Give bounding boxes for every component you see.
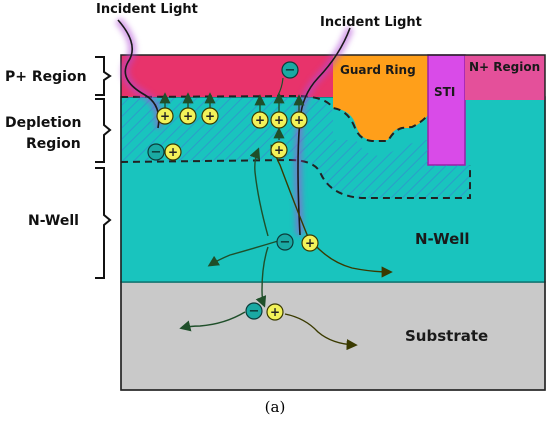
n-well-inner-label: N-Well <box>415 230 470 248</box>
p-plus-region <box>121 55 333 97</box>
hole-icon: + <box>251 111 269 129</box>
svg-text:+: + <box>270 305 280 319</box>
hole-icon: + <box>270 111 288 129</box>
hole-icon: + <box>290 111 308 129</box>
electron-diffusion-path <box>207 240 279 267</box>
hole-drift-arrows <box>159 92 305 140</box>
electron-icon: − <box>147 143 165 161</box>
svg-text:+: + <box>160 109 170 123</box>
substrate-region <box>120 281 546 391</box>
n-well-side-label: N-Well <box>28 213 79 229</box>
hole-diffusion-path <box>312 242 393 278</box>
hole-icon: + <box>201 107 219 125</box>
svg-text:+: + <box>305 236 315 250</box>
sti-label: STI <box>434 85 455 99</box>
svg-text:+: + <box>205 109 215 123</box>
electron-substrate-path <box>179 311 246 332</box>
depletion-top-boundary <box>120 94 429 142</box>
svg-text:+: + <box>274 113 284 127</box>
p-plus-bracket <box>95 56 112 96</box>
depletion-bracket <box>95 98 112 163</box>
svg-text:−: − <box>280 235 291 250</box>
figure-caption: (a) <box>264 398 286 416</box>
n-well-bracket <box>95 167 112 279</box>
hole-icon: + <box>164 143 182 161</box>
sti-region <box>427 54 466 166</box>
p-plus-region-label: P+ Region <box>5 69 87 85</box>
incident-light-label-right: Incident Light <box>320 15 422 30</box>
guard-ring-label: Guard Ring <box>340 63 416 77</box>
svg-text:+: + <box>294 113 304 127</box>
incident-light-label-left: Incident Light <box>96 2 198 17</box>
hole-icon: + <box>266 303 284 321</box>
svg-text:+: + <box>274 143 284 157</box>
electron-icon: − <box>276 233 294 251</box>
depletion-region-label-line2: Region <box>26 136 81 152</box>
hole-icon: + <box>270 141 288 159</box>
svg-text:+: + <box>183 109 193 123</box>
svg-text:+: + <box>168 145 178 159</box>
carrier-upward-path <box>249 147 269 237</box>
depletion-region-label-line1: Depletion <box>5 115 82 131</box>
svg-text:+: + <box>255 113 265 127</box>
carrier-down-path <box>255 246 269 308</box>
electron-icon: − <box>281 61 299 79</box>
electron-to-pplus-path <box>277 77 284 96</box>
guard-ring-region <box>333 55 428 140</box>
hole-icon: + <box>179 107 197 125</box>
svg-text:−: − <box>249 304 260 319</box>
svg-text:−: − <box>285 63 296 78</box>
hole-icon: + <box>156 107 174 125</box>
hole-icon: + <box>301 234 319 252</box>
light-beam-icon <box>117 19 160 129</box>
n-plus-region-label: N+ Region <box>469 60 540 74</box>
hole-substrate-path <box>284 313 358 351</box>
n-plus-region <box>465 55 545 100</box>
electron-icon: − <box>245 302 263 320</box>
svg-text:−: − <box>151 145 162 160</box>
substrate-label: Substrate <box>405 327 488 345</box>
